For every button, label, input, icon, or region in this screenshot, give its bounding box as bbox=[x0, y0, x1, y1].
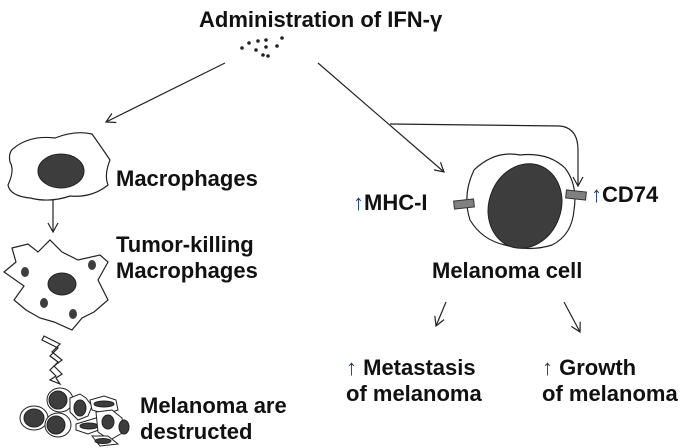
cd74-text: CD74 bbox=[602, 182, 659, 207]
cd74-label: ↑CD74 bbox=[591, 182, 658, 208]
result-label-line2: destructed bbox=[140, 419, 253, 444]
macrophage-cell-icon bbox=[7, 132, 111, 201]
growth-label-line1: ↑ Growth bbox=[542, 355, 636, 381]
result-label-line1: Melanoma are bbox=[140, 393, 287, 418]
melanoma-cell-label: Melanoma cell bbox=[432, 258, 583, 283]
lightning-icon bbox=[41, 335, 63, 386]
metastasis-label-line1: ↑ Metastasis bbox=[346, 355, 476, 381]
growth-text: Growth bbox=[559, 355, 637, 380]
arrow-to-macrophages bbox=[104, 62, 226, 124]
tumor-killing-macrophage-icon bbox=[3, 239, 109, 331]
tumor-killing-label-line2: Macrophages bbox=[116, 258, 258, 283]
arrow-to-growth bbox=[563, 301, 581, 334]
macrophages-label: Macrophages bbox=[116, 166, 258, 191]
metastasis-label-line2: of melanoma bbox=[346, 381, 482, 406]
arrow-to-cd74 bbox=[389, 123, 584, 188]
arrow-to-melanoma-mhc bbox=[317, 62, 445, 173]
title: Administration of IFN-γ bbox=[199, 7, 443, 32]
up-arrow-icon: ↑ bbox=[346, 355, 357, 380]
ifn-particles-icon bbox=[240, 36, 284, 58]
up-arrow-icon: ↑ bbox=[353, 190, 364, 215]
up-arrow-icon: ↑ bbox=[542, 355, 553, 380]
mhc-receptor-icon bbox=[453, 198, 475, 210]
mhc-label: ↑MHC-I bbox=[353, 190, 428, 216]
metastasis-text: Metastasis bbox=[363, 355, 476, 380]
tumor-killing-label-line1: Tumor-killing bbox=[116, 232, 254, 257]
cd74-receptor-icon bbox=[565, 189, 587, 201]
mhc-text: MHC-I bbox=[364, 190, 428, 215]
up-arrow-icon: ↑ bbox=[591, 182, 602, 207]
growth-label-line2: of melanoma bbox=[542, 381, 678, 406]
arrow-to-metastasis bbox=[434, 301, 447, 328]
melanoma-cell-icon bbox=[466, 153, 576, 250]
destructed-melanoma-icon bbox=[19, 387, 130, 447]
